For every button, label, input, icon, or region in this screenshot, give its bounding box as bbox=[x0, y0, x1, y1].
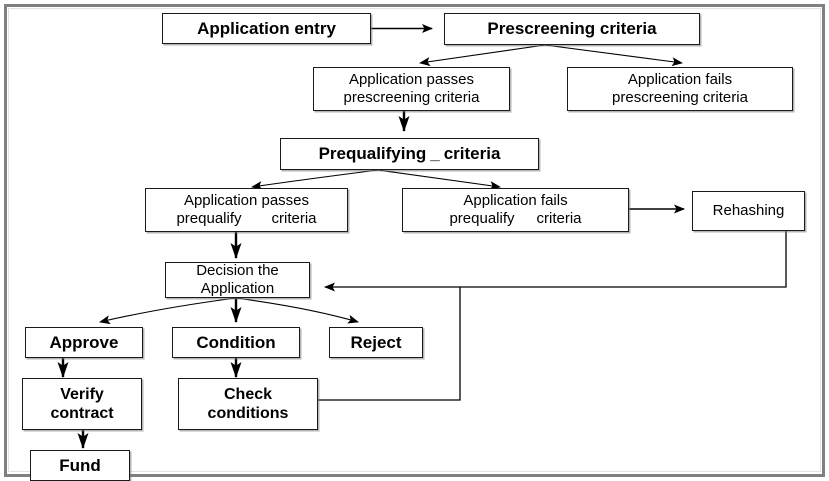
edge-prequalifying-to-fails bbox=[377, 169, 501, 191]
node-application-fails-prequalify-line2b: criteria bbox=[536, 210, 582, 227]
node-prescreening-criteria-label: Prescreening criteria bbox=[487, 19, 657, 39]
node-application-fails-prescreening[interactable]: Application fails prescreening criteria bbox=[567, 67, 793, 111]
node-check-conditions[interactable]: Check conditions bbox=[178, 378, 318, 430]
node-check-conditions-line1: Check bbox=[223, 385, 273, 403]
node-approve-label: Approve bbox=[49, 332, 119, 352]
node-fund[interactable]: Fund bbox=[30, 450, 130, 481]
edge-decision-to-approve bbox=[99, 297, 237, 325]
node-application-fails-prescreening-line2: prescreening criteria bbox=[612, 89, 748, 106]
node-application-fails-prequalify-line1: Application fails bbox=[463, 192, 568, 209]
node-application-fails-prequalify[interactable]: Application fails prequalify criteria bbox=[402, 188, 629, 232]
node-approve[interactable]: Approve bbox=[25, 327, 143, 358]
node-application-passes-prequalify-line2a: prequalify bbox=[176, 210, 242, 227]
node-decision-the-application-line2: Application bbox=[200, 280, 275, 297]
node-application-fails-prequalify-line2a: prequalify bbox=[449, 210, 515, 227]
node-prequalifying-criteria-word2: criteria bbox=[443, 144, 501, 164]
node-application-entry-label: Application entry bbox=[197, 18, 336, 38]
edge-prescreening-to-fails bbox=[544, 44, 683, 67]
node-condition-label: Condition bbox=[196, 332, 276, 352]
edge-prequalifying-to-passes bbox=[251, 169, 379, 191]
node-prequalifying-criteria[interactable]: Prequalifying_criteria bbox=[280, 138, 539, 170]
node-decision-the-application-line1: Decision the bbox=[196, 262, 279, 279]
node-application-passes-prequalify-line2b: criteria bbox=[271, 210, 317, 227]
node-prescreening-criteria[interactable]: Prescreening criteria bbox=[444, 13, 700, 45]
node-rehashing[interactable]: Rehashing bbox=[692, 191, 805, 231]
edge-prescreening-to-passes bbox=[419, 44, 546, 67]
node-verify-contract-line1: Verify bbox=[60, 385, 104, 403]
node-prequalifying-criteria-separator: _ bbox=[430, 144, 440, 164]
node-reject-label: Reject bbox=[350, 332, 402, 352]
node-condition[interactable]: Condition bbox=[172, 327, 300, 358]
node-fund-label: Fund bbox=[59, 455, 101, 475]
node-verify-contract[interactable]: Verify contract bbox=[22, 378, 142, 430]
node-check-conditions-line2: conditions bbox=[207, 405, 289, 422]
edge-rehashing-to-decision bbox=[324, 231, 787, 292]
node-application-passes-prescreening-line2: prescreening criteria bbox=[343, 89, 480, 106]
node-application-fails-prescreening-line1: Application fails bbox=[627, 71, 733, 88]
node-reject[interactable]: Reject bbox=[329, 327, 423, 358]
node-application-entry[interactable]: Application entry bbox=[162, 13, 371, 44]
node-prequalifying-criteria-word1: Prequalifying bbox=[318, 144, 427, 164]
node-application-passes-prescreening-line1: Application passes bbox=[348, 71, 475, 88]
node-verify-contract-line2: contract bbox=[50, 405, 114, 422]
node-application-passes-prescreening[interactable]: Application passes prescreening criteria bbox=[313, 67, 510, 111]
node-decision-the-application[interactable]: Decision the Application bbox=[165, 262, 310, 298]
node-application-passes-prequalify[interactable]: Application passes prequalify criteria bbox=[145, 188, 348, 232]
edge-decision-to-reject bbox=[235, 297, 359, 324]
node-rehashing-label: Rehashing bbox=[712, 201, 785, 219]
node-application-passes-prequalify-line1: Application passes bbox=[183, 192, 310, 209]
